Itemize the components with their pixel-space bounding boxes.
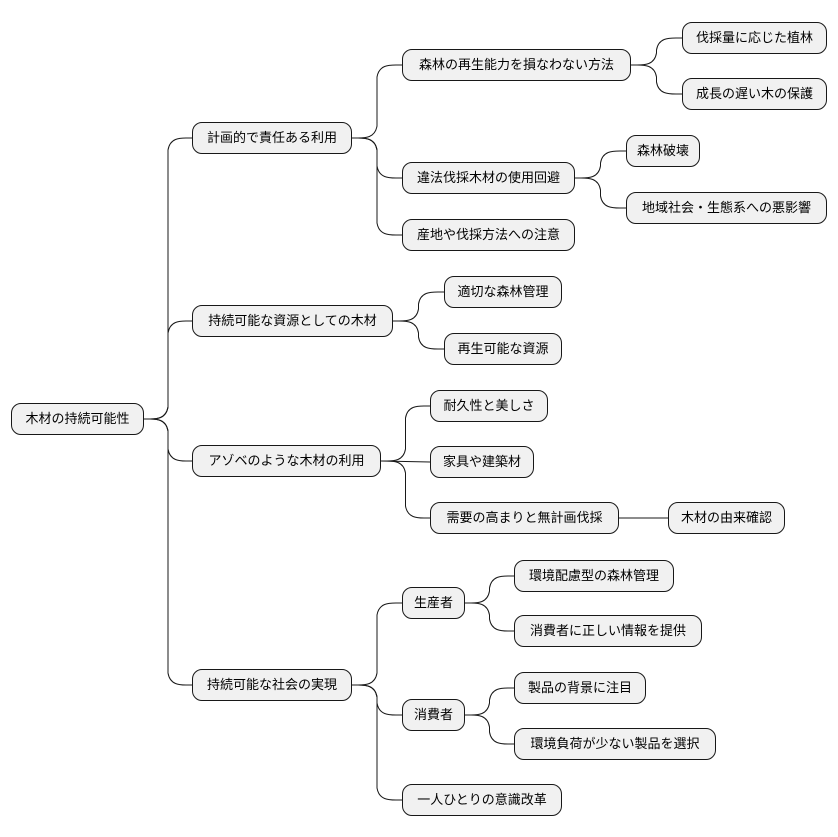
connector-line <box>465 714 514 745</box>
node-product-background: 製品の背景に注目 <box>514 672 646 704</box>
node-consumers: 消費者 <box>402 699 465 731</box>
node-provide-information: 消費者に正しい情報を提供 <box>514 615 702 647</box>
node-slow-growth-protection: 成長の遅い木の保護 <box>682 78 827 110</box>
node-furniture-building: 家具や建築材 <box>430 446 534 478</box>
node-sustainable-society: 持続可能な社会の実現 <box>192 669 352 701</box>
connector-line <box>352 64 402 139</box>
connector-line <box>393 320 444 350</box>
connector-line <box>631 64 682 95</box>
connector-line <box>352 137 402 236</box>
node-origin-attention: 産地や伐採方法への注意 <box>402 219 575 251</box>
connector-line <box>352 684 402 801</box>
node-forest-management: 適切な森林管理 <box>444 276 562 308</box>
connector-line <box>575 177 626 209</box>
node-renewable-resource: 再生可能な資源 <box>444 333 562 365</box>
node-sustainable-resource: 持続可能な資源としての木材 <box>192 305 393 337</box>
node-avoid-illegal-logging: 違法伐採木材の使用回避 <box>402 162 575 194</box>
node-planned-use: 計画的で責任ある利用 <box>192 122 352 154</box>
connector-line <box>631 37 682 66</box>
connector-line <box>381 405 430 462</box>
node-mindset-reform: 一人ひとりの意識改革 <box>402 784 562 816</box>
connector-line <box>465 575 514 604</box>
connector-line <box>144 320 192 420</box>
node-root: 木材の持続可能性 <box>11 403 144 435</box>
node-origin-verification: 木材の由来確認 <box>668 502 785 534</box>
node-azobe-use: アゾベのような木材の利用 <box>192 445 381 477</box>
connector-line <box>352 602 402 686</box>
node-deforestation: 森林破壊 <box>626 135 700 167</box>
node-producers: 生産者 <box>402 587 465 619</box>
connector-line <box>575 150 626 179</box>
node-community-harm: 地域社会・生態系への悪影響 <box>626 192 827 224</box>
node-demand-overlogging: 需要の高まりと無計画伐採 <box>430 502 619 534</box>
node-durability-beauty: 耐久性と美しさ <box>430 390 548 422</box>
connector-line <box>381 460 430 519</box>
connector-line <box>465 687 514 716</box>
node-eco-forest-management: 環境配慮型の森林管理 <box>514 560 674 592</box>
connector-line <box>393 291 444 322</box>
connector-line <box>144 418 192 686</box>
node-low-impact-products: 環境負荷が少ない製品を選択 <box>514 728 716 760</box>
node-forest-regeneration: 森林の再生能力を損なわない方法 <box>402 49 631 81</box>
node-replanting: 伐採量に応じた植林 <box>682 22 827 54</box>
connector-line <box>465 602 514 632</box>
